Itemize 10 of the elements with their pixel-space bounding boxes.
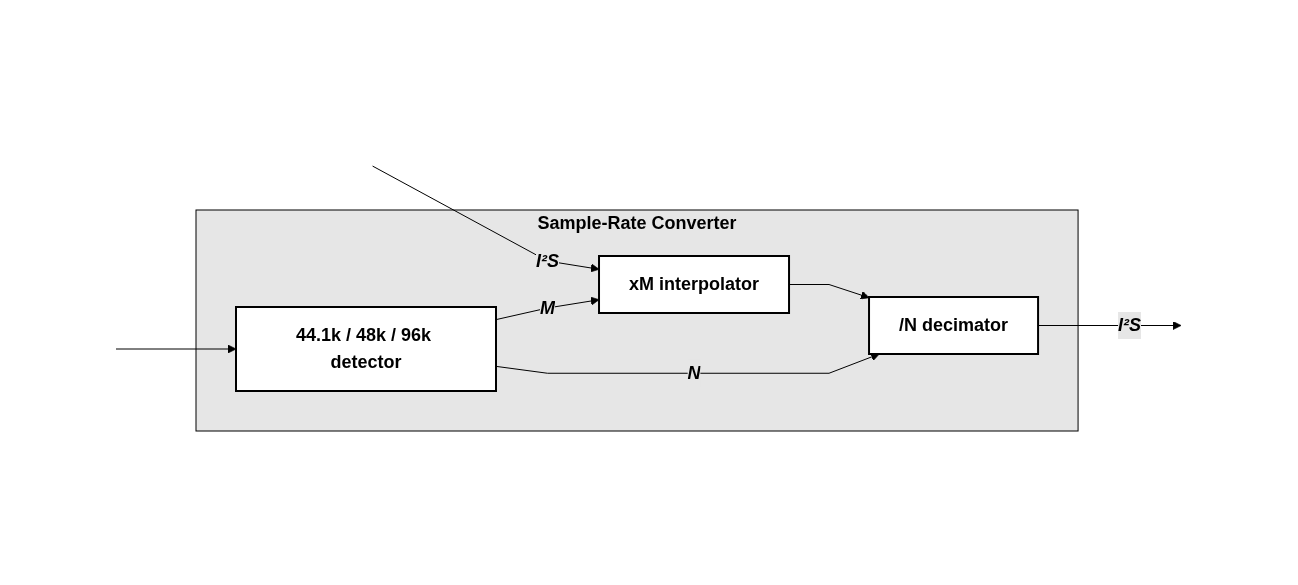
node-box: /N decimator: [868, 295, 1040, 355]
edge-label: I²S: [536, 250, 560, 270]
node-box: 44.1k / 48k / 96k detector: [235, 305, 498, 392]
edge-label: M: [540, 297, 556, 317]
arrow: [115, 344, 237, 353]
node-box: xM interpolator: [598, 254, 791, 314]
arrow: [372, 165, 600, 272]
edge-label: I²S: [1118, 314, 1142, 335]
arrow: [789, 283, 870, 299]
edge-label: N: [687, 362, 701, 383]
